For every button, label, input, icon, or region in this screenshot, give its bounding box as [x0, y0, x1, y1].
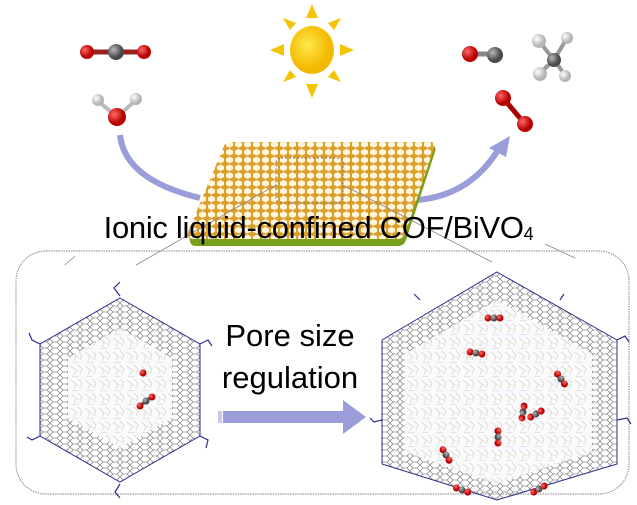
detail-panel — [15, 250, 630, 495]
large-pore-cof-structure — [369, 271, 632, 501]
product-arrow — [417, 148, 501, 203]
pore-regulation-arrow — [218, 400, 366, 434]
co-molecule — [462, 46, 503, 63]
co2-molecules-confined — [439, 314, 568, 496]
reactant-arrow — [117, 134, 201, 201]
sun-icon — [270, 4, 354, 98]
small-pore-cof-structure — [26, 281, 213, 499]
material-title-text: Ionic liquid-confined COF/BiVO — [103, 210, 524, 245]
product-arrow-head — [489, 136, 510, 157]
co2-molecule — [80, 44, 151, 60]
process-label-line1: Pore size — [225, 318, 355, 353]
material-title: Ionic liquid-confined COF/BiVO4 — [0, 210, 637, 246]
o2-molecule — [495, 90, 533, 132]
ch4-molecule — [532, 32, 573, 82]
process-label-line2: regulation — [221, 360, 359, 395]
material-title-subscript: 4 — [523, 224, 534, 244]
zoom-guide-right — [342, 184, 493, 263]
cof-bivo4-plate — [187, 142, 436, 246]
h2o-molecule — [92, 93, 142, 126]
zoom-guide-left — [135, 184, 277, 266]
